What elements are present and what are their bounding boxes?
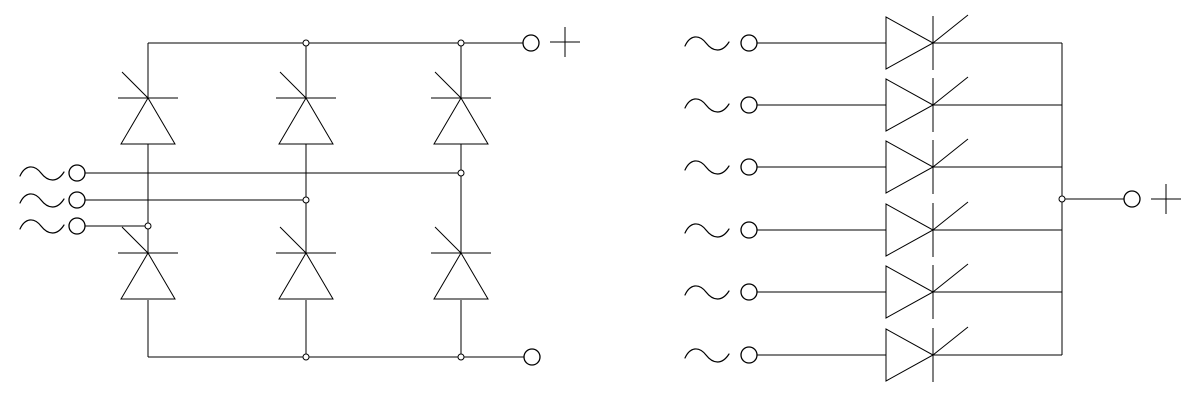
ac-wave-icon <box>684 348 730 363</box>
junction-node <box>302 196 310 204</box>
ac-input-terminal <box>740 346 758 364</box>
thyristor <box>118 71 178 145</box>
thyristor <box>885 263 969 319</box>
junction-node <box>144 222 152 230</box>
ac-wave-icon <box>684 285 730 300</box>
thyristor-triangle <box>120 97 176 145</box>
thyristor-gate <box>932 14 969 44</box>
junction-node <box>457 353 465 361</box>
thyristor <box>276 71 336 145</box>
thyristor <box>885 14 969 70</box>
left-circuit-three-phase-bridge <box>19 27 580 366</box>
ac-input-terminal <box>740 221 758 239</box>
thyristor-gate <box>434 226 462 254</box>
thyristor-triangle <box>433 252 489 300</box>
ac-wave-icon <box>684 223 730 238</box>
thyristor <box>885 201 969 257</box>
junction-node <box>302 39 310 47</box>
ac-wave-icon <box>684 98 730 113</box>
ac-input-terminal <box>740 34 758 52</box>
thyristor-gate <box>932 138 969 168</box>
thyristor-triangle <box>433 97 489 145</box>
thyristor-triangle <box>885 203 935 257</box>
ac-input-terminal <box>68 191 86 209</box>
ac-input-terminal <box>68 217 86 235</box>
ac-input-terminal <box>740 158 758 176</box>
dc-output-terminal <box>522 34 540 52</box>
ac-input-terminal <box>740 96 758 114</box>
ac-wave-icon <box>684 160 730 175</box>
junction-node <box>457 169 465 177</box>
ac-input-terminal <box>68 164 86 182</box>
ac-wave-icon <box>19 219 65 234</box>
ac-wave-icon <box>19 193 65 208</box>
thyristor <box>276 226 336 300</box>
thyristor-gate <box>279 71 307 99</box>
thyristor-triangle <box>278 252 334 300</box>
junction-node <box>302 353 310 361</box>
thyristor-gate <box>932 263 969 293</box>
thyristor <box>431 226 491 300</box>
plus-sign <box>550 27 580 57</box>
thyristor-triangle <box>885 78 935 132</box>
junction-node <box>457 39 465 47</box>
thyristor <box>885 326 969 382</box>
thyristor-gate <box>932 76 969 106</box>
thyristor <box>431 71 491 145</box>
thyristor-triangle <box>885 328 935 382</box>
thyristor <box>118 226 178 300</box>
ac-wave-icon <box>684 36 730 51</box>
thyristor-triangle <box>885 265 935 319</box>
thyristor-triangle <box>120 252 176 300</box>
thyristor <box>885 138 969 194</box>
dc-output-terminal <box>1123 190 1141 208</box>
right-circuit-six-phase-star <box>684 14 1181 382</box>
thyristor-gate <box>932 326 969 356</box>
thyristor-gate <box>121 226 149 254</box>
thyristor-gate <box>932 201 969 231</box>
thyristor-triangle <box>278 97 334 145</box>
ac-wave-icon <box>19 166 65 181</box>
thyristor-triangle <box>885 16 935 70</box>
thyristor-triangle <box>885 140 935 194</box>
plus-sign <box>1151 184 1181 214</box>
junction-node <box>1058 195 1066 203</box>
ac-input-terminal <box>740 283 758 301</box>
thyristor-gate <box>279 226 307 254</box>
thyristor-gate <box>434 71 462 99</box>
thyristor <box>885 76 969 132</box>
dc-output-terminal <box>523 348 541 366</box>
thyristor-gate <box>121 71 149 99</box>
